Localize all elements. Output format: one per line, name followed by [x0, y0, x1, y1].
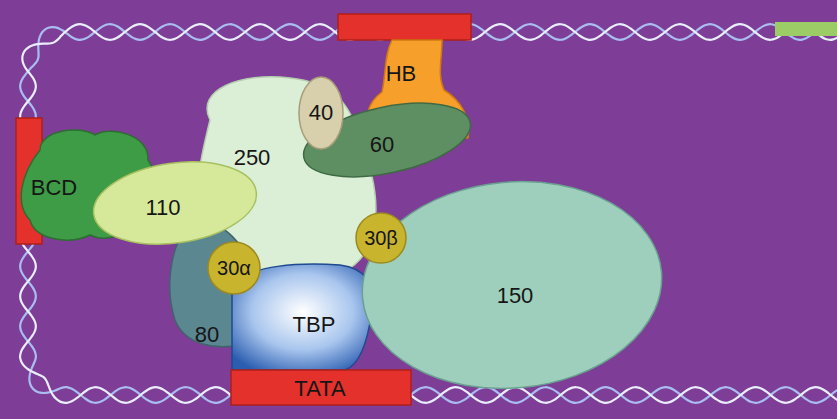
taf-circle: 30α [206, 240, 262, 296]
tata-box-shape [231, 370, 411, 405]
taf-ellipse-shape [299, 77, 343, 149]
node-label: 80 [195, 323, 219, 347]
node-label: 150 [497, 284, 534, 308]
node-label: 40 [309, 101, 333, 125]
node-label: 30β [364, 227, 398, 249]
node-label: BCD [31, 176, 77, 200]
taf-ellipse-shape [354, 169, 671, 400]
green-stripe [775, 22, 837, 36]
dna-helix [20, 24, 837, 403]
taf-ellipse: 110 [88, 155, 263, 255]
dna-strand [20, 24, 837, 403]
node-label: 60 [370, 133, 394, 157]
dna-strand [20, 24, 837, 403]
enhancer-site [338, 14, 471, 40]
node-label: 30α [217, 257, 251, 279]
taf-circle: 30β [353, 210, 409, 266]
tbp-blob-shape [232, 264, 373, 370]
taf-ellipse: 40 [296, 74, 346, 152]
taf-circle-shape [208, 242, 260, 294]
node-label: 110 [145, 196, 180, 220]
node-label: TBP [293, 313, 336, 337]
taf-ellipse: 150 [355, 175, 670, 395]
node-label: 250 [234, 146, 271, 170]
node-label: TATA [294, 377, 345, 401]
taf-ellipse-shape [297, 90, 477, 190]
node-label: HB [386, 62, 417, 86]
tata-box: TATA [229, 368, 413, 407]
taf-circle-shape [356, 213, 406, 263]
